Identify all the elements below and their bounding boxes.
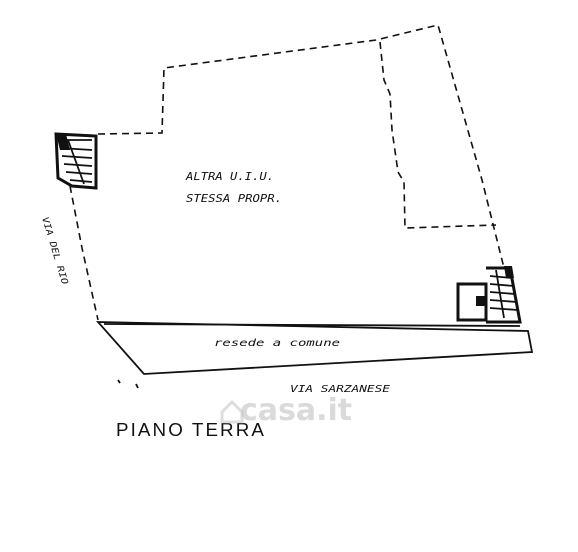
boundary-dashed-left: [69, 185, 99, 321]
boundary-dashed-main: [97, 24, 505, 269]
label-resede: resede a comune: [214, 338, 340, 349]
courtyard-top-line: [103, 323, 521, 327]
boundary-dashed-inner: [379, 41, 497, 229]
label-stessa-propr: STESSA PROPR.: [186, 192, 282, 205]
label-via-sarzanese: VIA SARZANESE: [290, 384, 390, 395]
right-stairwell: [456, 266, 522, 324]
label-altra-uiu: ALTRA U.I.U.: [185, 170, 274, 183]
watermark-house-icon: [220, 399, 244, 424]
left-stairwell: [54, 132, 98, 190]
mark-small-1: [135, 383, 139, 389]
label-via-del-rio: VIA DEL RIO: [39, 216, 69, 287]
label-piano-terra: PIANO TERRA: [116, 420, 266, 440]
mark-small-2: [117, 379, 121, 384]
courtyard-outline: [95, 321, 534, 375]
watermark-text: casa.it: [240, 393, 352, 428]
